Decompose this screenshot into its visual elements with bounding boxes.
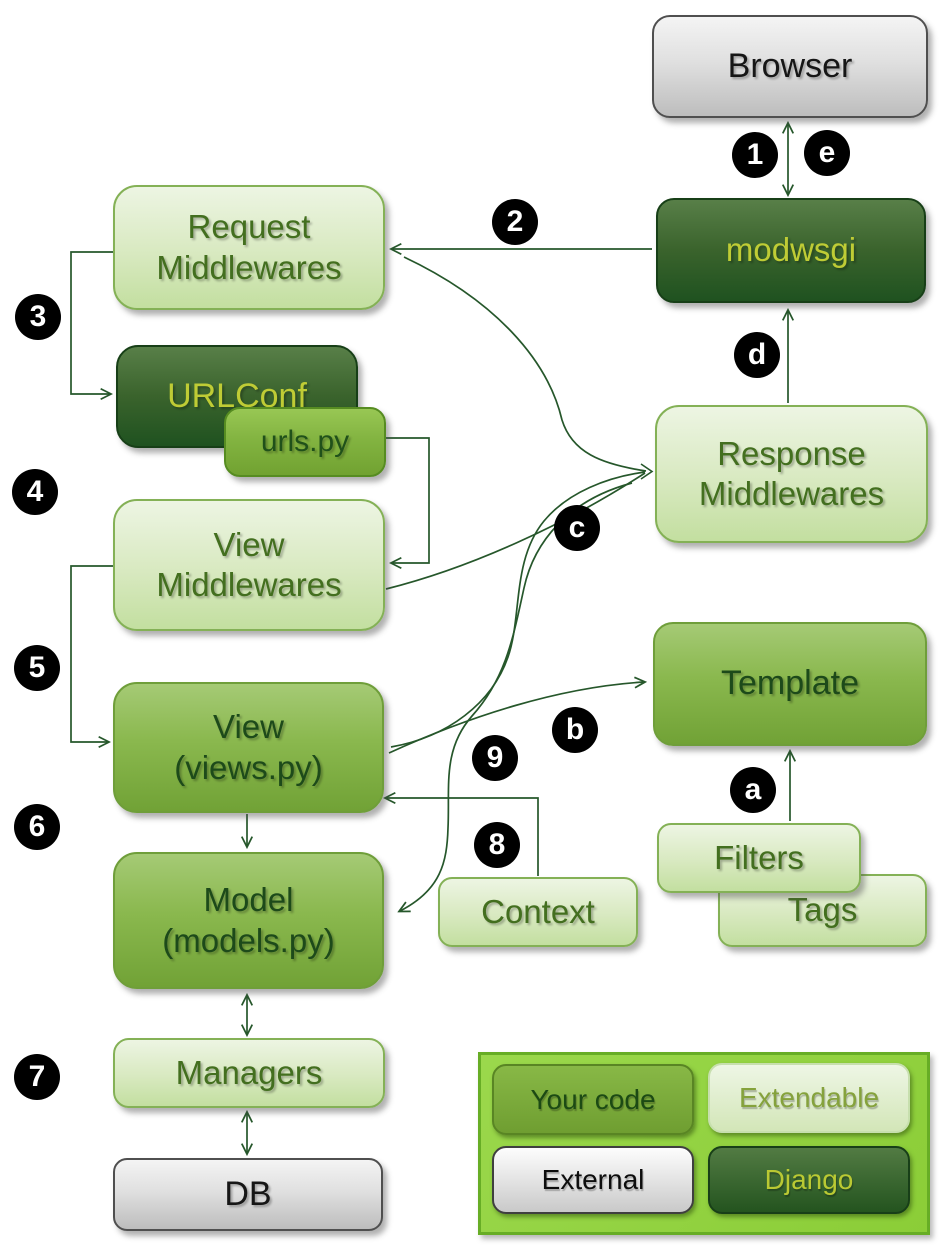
badge-step-a: a	[730, 767, 776, 813]
node-model: Model (models.py)	[113, 852, 384, 989]
badge-step-b: b	[552, 707, 598, 753]
node-request-middlewares: Request Middlewares	[113, 185, 385, 310]
curve-9-into-model	[400, 482, 633, 911]
node-urls-py: urls.py	[224, 407, 386, 477]
legend-extendable: Extendable	[708, 1063, 910, 1133]
badge-step-6: 6	[14, 804, 60, 850]
badge-step-c: c	[554, 505, 600, 551]
badge-step-1: 1	[732, 132, 778, 178]
badge-step-e: e	[804, 130, 850, 176]
badge-step-9: 9	[472, 735, 518, 781]
legend-django: Django	[708, 1146, 910, 1214]
badge-step-d: d	[734, 332, 780, 378]
node-response-middlewares: Response Middlewares	[655, 405, 928, 543]
node-view-middlewares: View Middlewares	[113, 499, 385, 631]
badge-step-7: 7	[14, 1054, 60, 1100]
legend-your-code: Your code	[492, 1064, 694, 1135]
arrow-5-viewmid-view	[70, 565, 113, 742]
curve-c-requestmid-responsemid	[403, 256, 647, 472]
badge-step-3: 3	[15, 294, 61, 340]
node-template: Template	[653, 622, 927, 746]
curve-c-view-responsemid	[390, 471, 646, 748]
badge-step-4: 4	[12, 469, 58, 515]
node-browser: Browser	[652, 15, 928, 118]
node-context: Context	[438, 877, 638, 947]
node-filters: Filters	[657, 823, 861, 893]
badge-step-8: 8	[474, 822, 520, 868]
arrow-8-context-view	[386, 798, 539, 876]
badge-step-2: 2	[492, 199, 538, 245]
arrow-4-urlspy-viewmid	[386, 437, 430, 563]
node-modwsgi: modwsgi	[656, 198, 926, 303]
curve-c-viewmid-responsemid	[385, 472, 646, 590]
badge-step-5: 5	[14, 645, 60, 691]
arrowhead-responsemid-convergence	[640, 463, 654, 480]
legend-external: External	[492, 1146, 694, 1214]
node-db: DB	[113, 1158, 383, 1231]
node-managers: Managers	[113, 1038, 385, 1108]
arrow-b-view-template	[388, 682, 644, 754]
node-view: View (views.py)	[113, 682, 384, 813]
arrow-3-requestmid-urlconf	[70, 251, 113, 394]
